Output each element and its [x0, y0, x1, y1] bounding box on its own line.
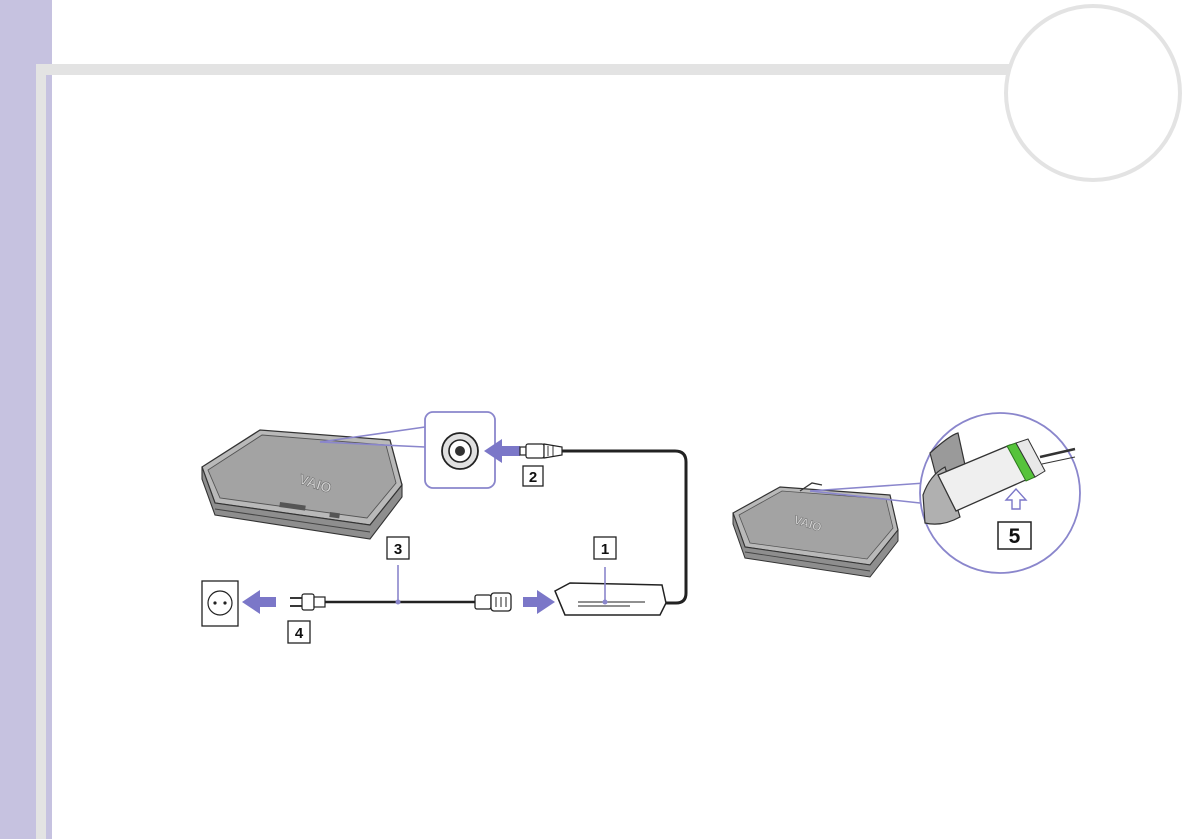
callout-3-label: 3 [394, 541, 402, 558]
ac-adapter-connection-figure: VAIO [190, 405, 1090, 650]
callout-1: 1 [594, 537, 616, 559]
plug-into-outlet-arrow [242, 590, 276, 614]
callout-4-label: 4 [295, 625, 304, 642]
callout-4: 4 [288, 621, 310, 643]
callout-2-label: 2 [529, 469, 537, 486]
dc-plug [520, 444, 562, 458]
dc-in-port-zoom [425, 412, 495, 488]
page-frame-left [36, 64, 46, 839]
connect-cord-to-adapter-arrow [523, 590, 555, 614]
ac-adapter [555, 567, 666, 615]
laptop-illustration: VAIO [202, 427, 425, 539]
wall-outlet [202, 581, 238, 626]
ac-plug [290, 594, 325, 610]
callout-3: 3 [387, 537, 409, 559]
callout-5-label: 5 [1009, 525, 1021, 548]
power-cord [325, 565, 511, 611]
callout-5: 5 [998, 522, 1031, 549]
callout-2: 2 [523, 466, 543, 486]
dc-cable [562, 451, 686, 603]
page-frame-top [36, 64, 1036, 75]
page-corner-circle [1004, 4, 1182, 182]
callout-1-label: 1 [601, 541, 609, 558]
laptop-with-adapter-illustration: VAIO [733, 483, 925, 577]
